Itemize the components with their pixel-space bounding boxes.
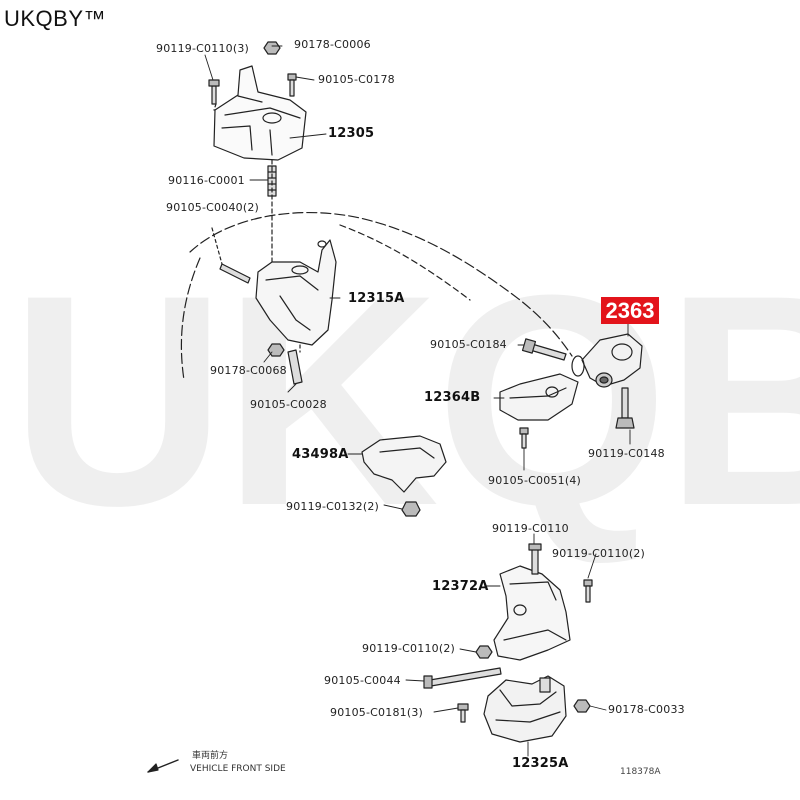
label-90116-C0001: 90116-C0001 [168, 174, 245, 187]
bracket-12372A [493, 565, 571, 661]
label-90178-C0033: 90178-C0033 [608, 703, 685, 716]
bolt-90105-C0181-3 [457, 703, 469, 723]
front-side-label-jp: 車両前方 [192, 751, 229, 761]
engine-outline [189, 211, 573, 357]
label-90119-C0110-2-right: 90119-C0110(2) [552, 547, 646, 560]
bolt-90119-C0110-3 [208, 79, 220, 105]
label-90105-C0028: 90105-C0028 [250, 398, 327, 411]
label-12305: 12305 [328, 126, 375, 141]
label-90105-C0051-4: 90105-C0051(4) [488, 474, 582, 487]
brand-label: UKQBY™ [4, 6, 107, 31]
label-90119-C0110-3: 90119-C0110(3) [156, 42, 250, 55]
nut-90178-C0006 [263, 41, 281, 55]
engine-mount-12325A [483, 675, 567, 743]
label-90178-C0006: 90178-C0006 [294, 38, 371, 51]
label-90105-C0040-2: 90105-C0040(2) [166, 201, 260, 214]
label-90105-C0178: 90105-C0178 [318, 73, 395, 86]
engine-outline-lower [180, 257, 201, 381]
label-12372A: 12372A [432, 579, 489, 594]
engine-mount-2363 [571, 333, 643, 388]
bolt-90105-C0044 [429, 667, 502, 687]
label-43498A: 43498A [292, 447, 349, 462]
label-90119-C0110: 90119-C0110 [492, 522, 569, 535]
label-12325A: 12325A [512, 756, 569, 771]
bolt-90105-C0028 [287, 349, 303, 385]
bolt-90105-C0178 [287, 73, 297, 97]
nut-90178-C0068 [267, 343, 285, 357]
bolt-90119-C0132-2 [401, 501, 421, 517]
drawing-code: 118378A [620, 767, 661, 777]
front-direction-arrow [147, 759, 179, 773]
label-90178-C0068: 90178-C0068 [210, 364, 287, 377]
bolt-90119-C0110 [528, 543, 542, 575]
front-side-label: VEHICLE FRONT SIDE [190, 764, 286, 774]
bracket-12364B [499, 373, 579, 421]
label-90119-C0148: 90119-C0148 [588, 447, 665, 460]
label-90119-C0110-2-left: 90119-C0110(2) [362, 642, 456, 655]
bracket-12315A [255, 239, 337, 346]
nut-90178-C0033 [573, 699, 591, 713]
engine-mount-12305 [213, 65, 307, 161]
label-12315A: 12315A [348, 291, 405, 306]
label-90105-C0044: 90105-C0044 [324, 674, 401, 687]
label-90105-C0181-3: 90105-C0181(3) [330, 706, 424, 719]
bolt-90119-C0148 [615, 387, 635, 429]
label-90105-C0184: 90105-C0184 [430, 338, 507, 351]
nut-90119-C0110-2-left [475, 645, 493, 659]
cover-43498A [361, 435, 447, 493]
bolt-90105-C0184 [529, 343, 567, 361]
bolt-90105-C0051-4 [519, 427, 529, 449]
label-12364B: 12364B [424, 390, 481, 405]
bolt-90119-C0110-2-right [583, 579, 593, 603]
highlighted-part-number: 2363 [601, 297, 659, 324]
bolt-90105-C0040-2 [219, 263, 251, 284]
label-90119-C0132-2: 90119-C0132(2) [286, 500, 380, 513]
